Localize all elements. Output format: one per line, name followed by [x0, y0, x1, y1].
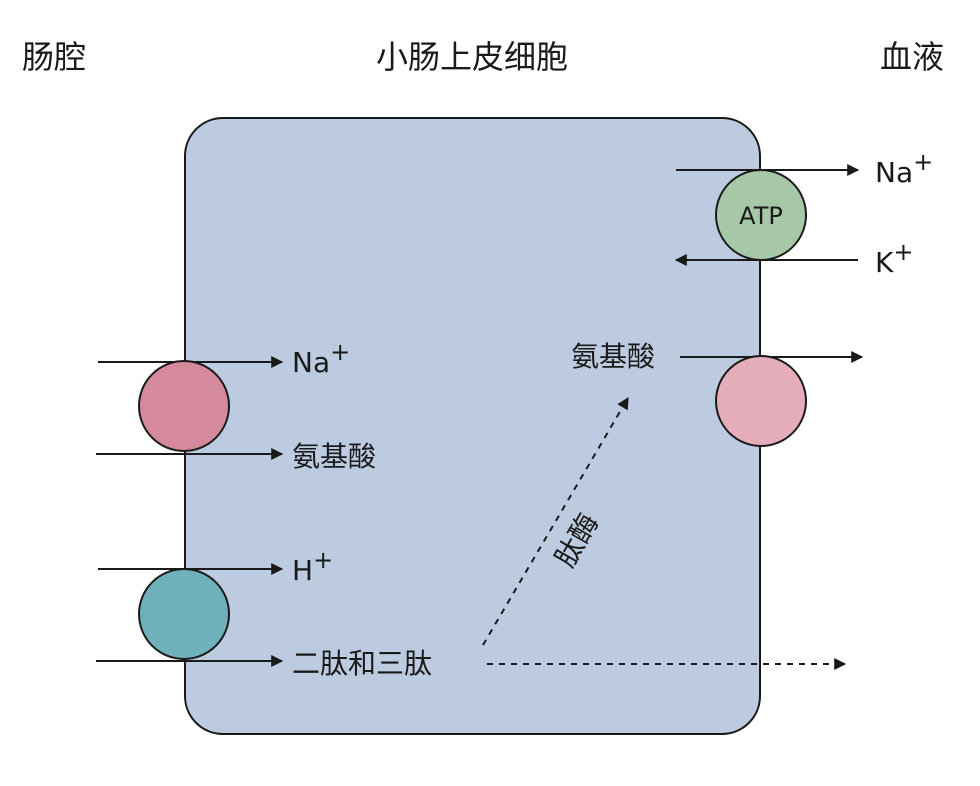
blood-header: 血液 [880, 38, 944, 76]
na-amino-acid-transporter [138, 360, 230, 452]
h-apical-label: H+ [292, 546, 333, 587]
aa-internal-label: 氨基酸 [571, 340, 655, 373]
na-k-atpase-pump [715, 169, 807, 261]
k-basal-label: K+ [875, 238, 913, 279]
cell-header: 小肠上皮细胞 [376, 38, 568, 76]
peptides-label: 二肽和三肽 [292, 647, 432, 680]
atp-label: ATP [739, 202, 783, 230]
lumen-header: 肠腔 [22, 38, 86, 76]
na-basal-label: Na+ [875, 148, 933, 189]
amino-acid-basal-transporter [715, 355, 807, 447]
na-apical-label: Na+ [292, 338, 350, 379]
aa-apical-label: 氨基酸 [292, 440, 376, 473]
epithelial-cell [184, 117, 761, 735]
h-peptide-transporter [138, 568, 230, 660]
